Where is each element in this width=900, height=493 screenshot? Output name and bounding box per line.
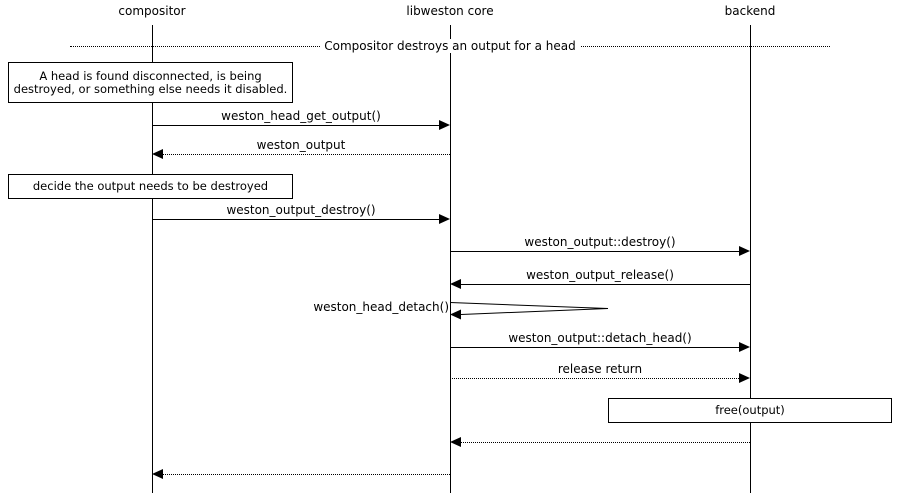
message-label-release-return: release return	[557, 362, 643, 376]
message-line-weston-output-release	[461, 284, 750, 285]
note-decide-destroy: decide the output needs to be destroyed	[8, 174, 293, 199]
message-label-weston-output-release: weston_output_release()	[526, 268, 674, 282]
arrowhead-left-icon	[450, 437, 461, 447]
arrowhead-right-icon	[739, 373, 750, 383]
lifeline-libweston-core	[450, 25, 451, 493]
separator-label: Compositor destroys an output for a head	[320, 39, 580, 53]
message-line-weston-head-get-output	[152, 125, 440, 126]
message-line-release-return	[450, 378, 739, 379]
lifeline-compositor	[152, 25, 153, 493]
message-line-weston-output	[163, 154, 450, 155]
arrowhead-right-icon	[439, 214, 450, 224]
message-line-weston-output-destroy-backend	[450, 251, 739, 252]
arrowhead-right-icon	[439, 120, 450, 130]
arrowhead-left-icon	[152, 149, 163, 159]
message-label-weston-head-get-output: weston_head_get_output()	[221, 109, 381, 123]
message-label-weston-head-detach: weston_head_detach()	[313, 300, 449, 314]
participant-label-compositor: compositor	[118, 4, 186, 18]
self-call-weston-head-detach	[450, 298, 615, 324]
message-line-core-return	[163, 474, 450, 475]
lifeline-backend	[750, 25, 751, 493]
arrowhead-left-icon	[450, 279, 461, 289]
note-head-disconnected: A head is found disconnected, is being d…	[8, 62, 293, 103]
note-free-output: free(output)	[608, 398, 892, 423]
message-label-weston-output-destroy-backend: weston_output::destroy()	[524, 235, 676, 249]
participant-label-backend: backend	[724, 4, 776, 18]
message-label-weston-output-detach-head: weston_output::detach_head()	[508, 331, 692, 345]
arrowhead-right-icon	[739, 246, 750, 256]
arrowhead-left-icon	[152, 469, 163, 479]
message-line-weston-output-detach-head	[450, 347, 739, 348]
participant-label-libweston-core: libweston core	[406, 4, 494, 18]
message-line-weston-output-destroy	[152, 219, 440, 220]
message-line-backend-return	[461, 442, 750, 443]
message-label-weston-output-destroy: weston_output_destroy()	[226, 203, 376, 217]
message-label-weston-output: weston_output	[256, 138, 346, 152]
arrowhead-right-icon	[739, 342, 750, 352]
